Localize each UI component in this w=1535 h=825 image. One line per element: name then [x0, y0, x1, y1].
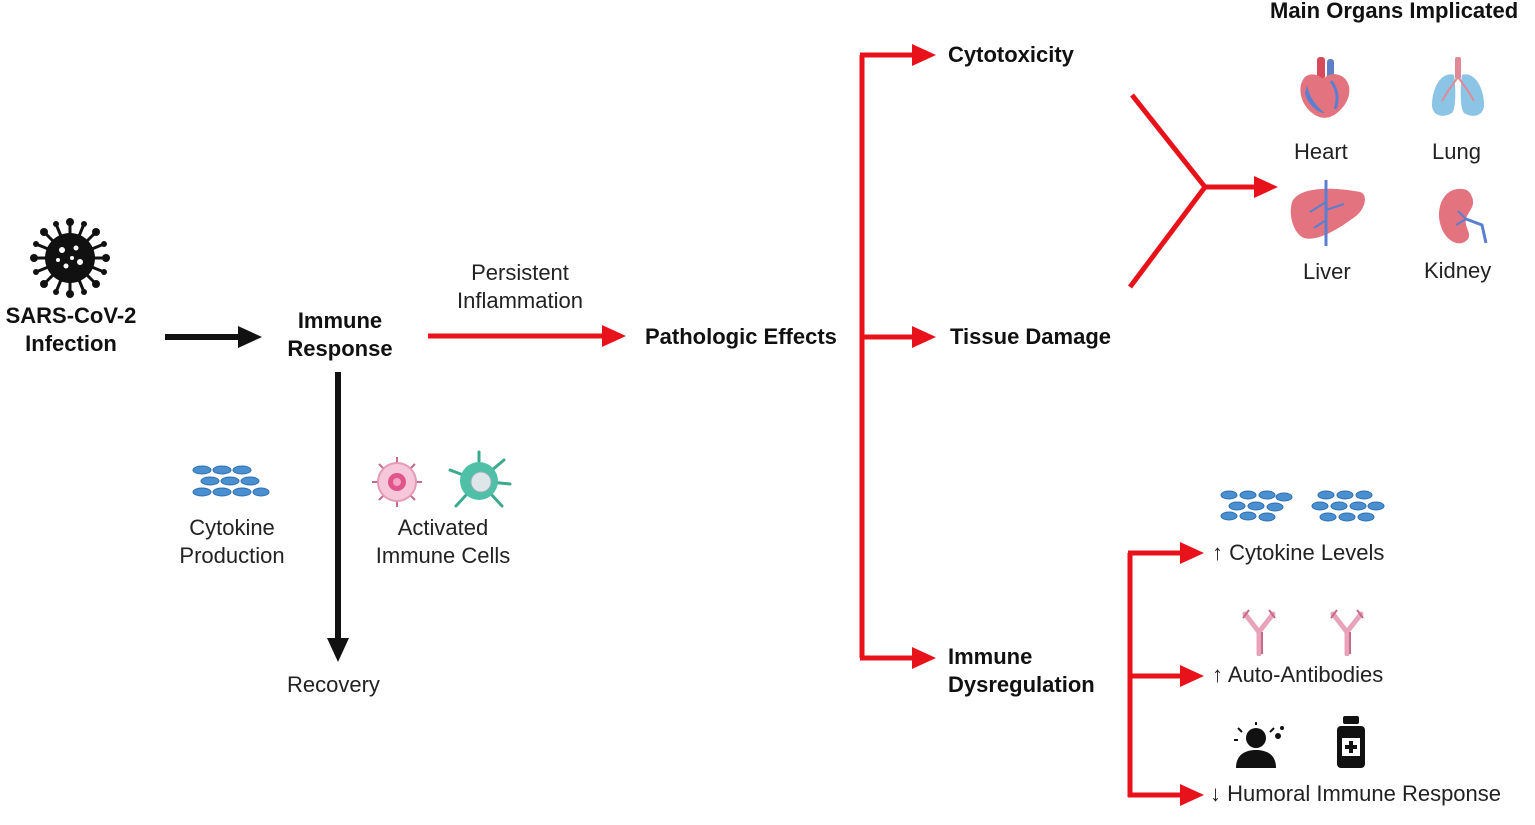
tissue-damage-label: Tissue Damage [950, 324, 1112, 349]
organs-title: Main Organs Implicated [1270, 0, 1519, 23]
cytotoxicity-label: Cytotoxicity [948, 42, 1074, 67]
cytokine-cluster-icon [1311, 490, 1385, 522]
heart-label: Heart [1294, 139, 1348, 164]
humoral-response-label: ↓ Humoral Immune Response [1210, 781, 1502, 806]
lung-label: Lung [1432, 139, 1481, 164]
cytokine-levels-label: ↑ Cytokine Levels [1212, 540, 1385, 565]
immune-cell-pink-icon [372, 457, 422, 507]
heart-icon [1300, 57, 1350, 118]
cytokine-cluster-icon [1220, 490, 1293, 522]
medicine-bottle-icon [1337, 716, 1365, 768]
lung-icon [1432, 57, 1484, 116]
person-icon [1234, 722, 1284, 768]
red-arrows [428, 44, 1278, 806]
antibody-icon [1330, 609, 1364, 656]
immune-cell-green-icon [448, 450, 512, 508]
cytokine-cluster-icon [192, 465, 270, 497]
auto-antibodies-label: ↑ Auto-Antibodies [1212, 662, 1384, 687]
virus-icon [30, 218, 110, 298]
kidney-icon [1438, 188, 1488, 244]
liver-label: Liver [1303, 259, 1351, 284]
kidney-label: Kidney [1424, 258, 1492, 283]
recovery-label: Recovery [287, 672, 380, 697]
liver-icon [1290, 180, 1365, 246]
antibody-icon [1242, 609, 1276, 656]
pathologic-effects-label: Pathologic Effects [645, 324, 837, 349]
black-arrows [165, 326, 349, 662]
